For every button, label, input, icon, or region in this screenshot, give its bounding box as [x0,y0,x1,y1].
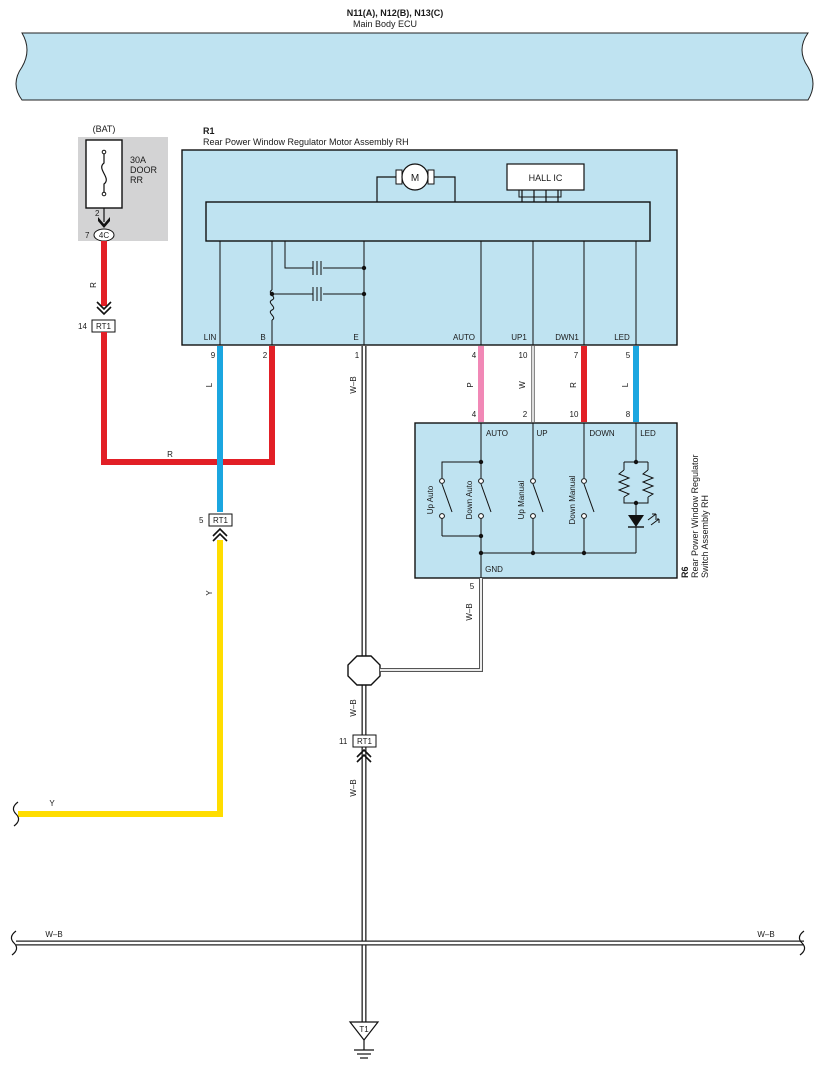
fuse-line1: DOOR [130,165,158,175]
sw-label-up-manual: Up Manual [517,480,526,519]
sw-term-gnd: GND [485,565,503,574]
wire-r-label-1: R [89,282,98,288]
svg-text:Y: Y [49,799,55,808]
fuse-pin-top: 2 [95,209,100,218]
fuse-conn-label: 4C [99,231,109,240]
term-auto: AUTO [453,333,475,342]
fuse-pin-conn: 7 [85,231,90,240]
svg-text:14: 14 [78,322,87,331]
fuse-bat-label: (BAT) [93,124,116,134]
wire-r-label-2: R [167,450,173,459]
svg-text:P: P [466,382,475,387]
fuse-icon [101,150,107,196]
svg-text:10: 10 [570,410,579,419]
ecu-bus [15,32,814,101]
svg-text:W: W [518,381,527,389]
svg-text:M: M [411,173,419,184]
switch-internal-wiring [441,423,660,588]
svg-text:W–B: W–B [349,376,358,393]
svg-text:RT1: RT1 [96,322,112,331]
term-b: B [260,333,265,342]
sw-label-down-manual: Down Manual [568,475,577,524]
term-led: LED [614,333,630,342]
svg-text:R: R [569,382,578,388]
motor-internal-wiring [219,241,637,345]
wire-y [18,540,223,817]
motor-code: R1 [203,126,215,136]
svg-text:RT1: RT1 [213,516,229,525]
svg-text:W–B: W–B [465,603,474,620]
svg-text:2: 2 [523,410,528,419]
sw-term-auto: AUTO [486,429,508,438]
svg-text:L: L [621,382,630,387]
svg-text:2: 2 [263,351,268,360]
svg-text:W–B: W–B [45,930,62,939]
svg-text:5: 5 [470,582,475,591]
splice-point [347,655,381,686]
sw-term-up: UP [536,429,547,438]
svg-text:11: 11 [339,737,348,746]
svg-text:W–B: W–B [757,930,774,939]
hall-ic-label: HALL IC [529,173,563,183]
switch-name-1: Rear Power Window Regulator [690,454,700,578]
svg-text:4: 4 [472,410,477,419]
fuse-rating: 30A [130,155,146,165]
term-e: E [353,333,358,342]
svg-text:5: 5 [626,351,631,360]
switch-name-2: Switch Assembly RH [700,495,710,578]
svg-text:L: L [205,382,214,387]
conn-rt1-5 [208,513,233,527]
sw-label-up-auto: Up Auto [426,485,435,514]
ecu-code: N11(A), N12(B), N13(C) [347,8,444,18]
svg-text:W–B: W–B [349,779,358,796]
svg-text:T1: T1 [359,1025,369,1034]
wire-wb-switch-gnd [380,578,483,672]
switch-box [414,422,678,579]
motor-controller [205,201,651,242]
wire-r-loop [101,332,275,465]
term-dwn1: DWN1 [555,333,579,342]
svg-text:1: 1 [355,351,360,360]
motor-icon [401,163,429,191]
svg-text:9: 9 [211,351,216,360]
term-up1: UP1 [511,333,527,342]
svg-text:5: 5 [199,516,204,525]
hall-ic-box [506,163,585,191]
sw-term-down: DOWN [589,429,615,438]
motor-name: Rear Power Window Regulator Motor Assemb… [203,137,409,147]
sw-term-led: LED [640,429,656,438]
svg-text:8: 8 [626,410,631,419]
svg-text:Y: Y [205,590,214,596]
svg-text:4: 4 [472,351,477,360]
svg-text:10: 10 [519,351,528,360]
conn-rt1-11 [352,734,377,748]
svg-text:7: 7 [574,351,579,360]
svg-text:W–B: W–B [349,699,358,716]
ground-t1 [348,1021,380,1041]
switch-code: R6 [680,566,690,578]
ground-icon [354,1040,374,1059]
term-lin: LIN [204,333,217,342]
fuse-line2: RR [130,175,143,185]
ecu-name: Main Body ECU [353,19,417,29]
sw-label-down-auto: Down Auto [465,480,474,519]
svg-text:RT1: RT1 [357,737,373,746]
led-icon [628,515,644,527]
